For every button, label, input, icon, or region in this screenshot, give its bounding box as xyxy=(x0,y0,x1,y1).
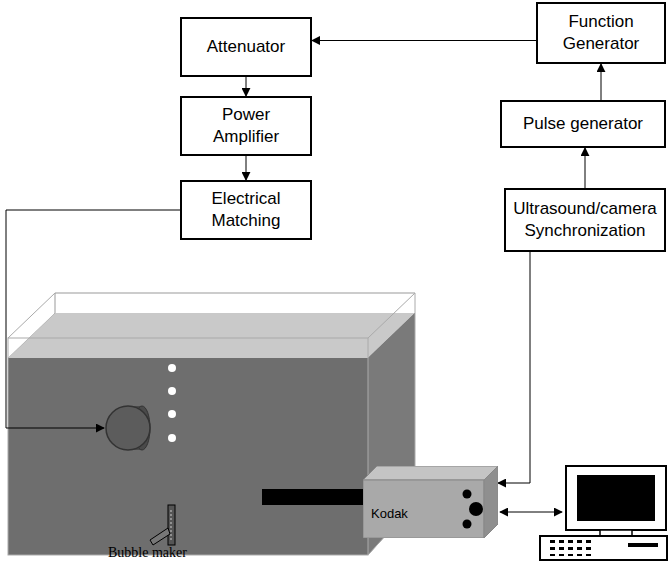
node-text: Power Amplifier xyxy=(188,104,304,148)
process-box: Pulse generator xyxy=(500,100,666,148)
process-box: Ultrasound/camera Synchronization xyxy=(504,188,666,252)
process-box: Attenuator xyxy=(180,17,312,77)
signal-arrow xyxy=(601,64,602,100)
drive-wire xyxy=(6,210,180,428)
process-box: Function Generator xyxy=(536,2,666,64)
bubble-maker xyxy=(150,505,175,545)
process-box: Electrical Matching xyxy=(180,180,312,240)
camera-body xyxy=(363,466,498,538)
signal-arrow xyxy=(498,252,530,483)
camera-lens xyxy=(262,489,365,505)
signal-arrow xyxy=(585,148,586,188)
camera: Kodak xyxy=(363,466,498,538)
node-text: Kodak xyxy=(371,506,408,521)
water-tank xyxy=(8,293,415,555)
node-text: Function Generator xyxy=(544,11,658,55)
part-label: Bubble maker xyxy=(108,545,187,561)
transducer xyxy=(106,406,150,450)
node-text: Pulse generator xyxy=(523,113,643,135)
signal-arrow xyxy=(312,40,536,41)
bubbles xyxy=(168,364,176,442)
process-box: Power Amplifier xyxy=(180,96,312,156)
signal-arrow xyxy=(246,156,247,180)
node-text: Attenuator xyxy=(207,36,285,58)
node-text: Electrical Matching xyxy=(188,188,304,232)
signal-arrow xyxy=(246,77,247,96)
computer xyxy=(540,466,667,560)
data-link xyxy=(500,512,562,513)
node-text: Ultrasound/camera Synchronization xyxy=(512,198,658,242)
